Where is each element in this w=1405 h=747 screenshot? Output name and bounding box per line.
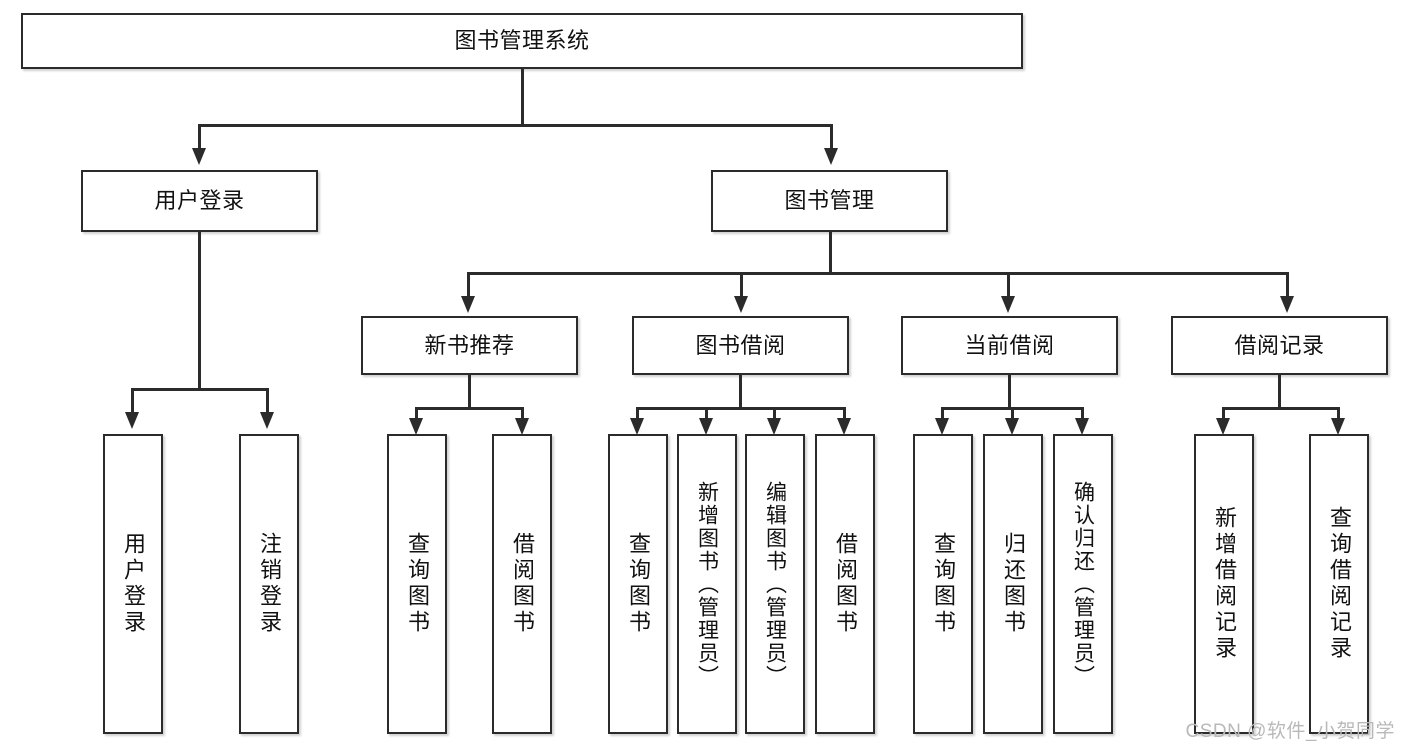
edge-new-book-split-bar xyxy=(415,407,523,410)
edge-cb-c3-drop xyxy=(1081,407,1084,421)
node-label: 新增图书（管理员） xyxy=(695,480,719,688)
arrow-cb-to-query-book xyxy=(935,418,949,435)
node-label: 新增借阅记录 xyxy=(1212,506,1237,662)
arrow-nb-to-borrow-book xyxy=(515,418,529,435)
arrow-br-to-add-record xyxy=(1216,418,1230,435)
node-label: 查询借阅记录 xyxy=(1327,506,1352,662)
edge-book-borrow-stem xyxy=(739,375,742,409)
csdn-watermark: CSDN @软件_小贺同学 xyxy=(1185,721,1395,742)
node-user-login[interactable]: 用户登录 xyxy=(81,170,318,232)
edge-bm-child3-drop xyxy=(1007,272,1010,298)
node-label: 借阅图书 xyxy=(510,532,535,636)
edge-cb-c1-drop xyxy=(941,407,944,421)
edge-root-to-user-login-drop xyxy=(198,124,201,150)
leaf-borrow-book-new[interactable]: 借阅图书 xyxy=(492,434,552,734)
arrow-bb-to-borrow-book xyxy=(837,418,851,435)
leaf-query-book-new[interactable]: 查询图书 xyxy=(387,434,447,734)
edge-br-c1-drop xyxy=(1222,407,1225,421)
edge-bm-child2-drop xyxy=(740,272,743,298)
edge-borrow-record-stem xyxy=(1278,375,1281,409)
leaf-user-login[interactable]: 用户登录 xyxy=(103,434,163,734)
arrow-bb-to-edit-book xyxy=(767,418,781,435)
edge-cb-c2-drop xyxy=(1011,407,1014,421)
node-book-borrow[interactable]: 图书借阅 xyxy=(632,316,849,375)
arrow-user-login-child2 xyxy=(260,412,274,429)
arrow-root-to-user-login xyxy=(192,148,206,165)
edge-bb-c3-drop xyxy=(773,407,776,421)
leaf-add-book-admin[interactable]: 新增图书（管理员） xyxy=(677,434,737,734)
edge-user-login-child2-drop xyxy=(266,388,269,414)
arrow-nb-to-query-book xyxy=(409,418,423,435)
arrow-bm-to-borrow-record xyxy=(1280,296,1294,313)
node-label: 用户登录 xyxy=(154,188,245,214)
leaf-borrow-book[interactable]: 借阅图书 xyxy=(815,434,875,734)
edge-bb-c1-drop xyxy=(636,407,639,421)
arrow-bm-to-new-book xyxy=(461,296,475,313)
node-new-book-recommend[interactable]: 新书推荐 xyxy=(361,316,578,375)
edge-user-login-split-bar xyxy=(131,388,268,391)
node-label: 新书推荐 xyxy=(424,332,515,358)
edge-br-c2-drop xyxy=(1337,407,1340,421)
edge-user-login-stem xyxy=(198,232,201,390)
leaf-return-book[interactable]: 归还图书 xyxy=(983,434,1043,734)
node-root-book-management-system[interactable]: 图书管理系统 xyxy=(21,13,1023,69)
edge-user-login-child1-drop xyxy=(131,388,134,414)
node-label: 借阅记录 xyxy=(1234,332,1325,358)
node-label: 借阅图书 xyxy=(833,532,858,636)
edge-new-book-stem xyxy=(468,375,471,409)
edge-borrow-record-split-bar xyxy=(1222,407,1337,410)
edge-bb-c4-drop xyxy=(843,407,846,421)
node-label: 查询图书 xyxy=(931,532,956,636)
edge-current-borrow-stem xyxy=(1008,375,1011,409)
edge-bb-c2-drop xyxy=(705,407,708,421)
node-borrow-record[interactable]: 借阅记录 xyxy=(1171,316,1388,375)
node-label: 确认归还（管理员） xyxy=(1071,480,1095,688)
edge-book-management-split-bar xyxy=(467,272,1289,275)
node-label: 图书借阅 xyxy=(695,332,786,358)
arrow-cb-to-return-book xyxy=(1005,418,1019,435)
edge-book-management-stem xyxy=(829,232,832,274)
node-label: 编辑图书（管理员） xyxy=(763,480,787,688)
edge-book-borrow-split-bar xyxy=(636,407,845,410)
edge-bm-child1-drop xyxy=(467,272,470,298)
leaf-query-book-borrow[interactable]: 查询图书 xyxy=(608,434,668,734)
arrow-bm-to-book-borrow xyxy=(734,296,748,313)
arrow-bb-to-add-book xyxy=(699,418,713,435)
arrow-user-login-child1 xyxy=(125,412,139,429)
edge-root-stem xyxy=(521,69,524,125)
edge-nb-c2-drop xyxy=(521,407,524,421)
node-label: 当前借阅 xyxy=(964,332,1055,358)
leaf-query-book-current[interactable]: 查询图书 xyxy=(913,434,973,734)
leaf-query-borrow-record[interactable]: 查询借阅记录 xyxy=(1309,434,1369,734)
edge-root-split-bar xyxy=(198,124,832,127)
arrow-bb-to-query-book xyxy=(630,418,644,435)
node-label: 归还图书 xyxy=(1001,532,1026,636)
arrow-br-to-query-record xyxy=(1331,418,1345,435)
arrow-cb-to-confirm-return xyxy=(1075,418,1089,435)
node-label: 查询图书 xyxy=(405,532,430,636)
leaf-edit-book-admin[interactable]: 编辑图书（管理员） xyxy=(745,434,805,734)
leaf-confirm-return-admin[interactable]: 确认归还（管理员） xyxy=(1053,434,1113,734)
edge-nb-c1-drop xyxy=(415,407,418,421)
node-label: 用户登录 xyxy=(121,532,146,636)
node-label: 图书管理系统 xyxy=(454,28,590,54)
leaf-add-borrow-record[interactable]: 新增借阅记录 xyxy=(1194,434,1254,734)
arrow-bm-to-current-borrow xyxy=(1001,296,1015,313)
edge-root-to-book-management-drop xyxy=(830,124,833,150)
edge-bm-child4-drop xyxy=(1286,272,1289,298)
node-book-management[interactable]: 图书管理 xyxy=(711,170,948,232)
arrow-root-to-book-management xyxy=(824,148,838,165)
node-label: 图书管理 xyxy=(784,188,875,214)
node-current-borrow[interactable]: 当前借阅 xyxy=(901,316,1118,375)
node-label: 注销登录 xyxy=(257,532,282,636)
node-label: 查询图书 xyxy=(626,532,651,636)
leaf-logout[interactable]: 注销登录 xyxy=(239,434,299,734)
